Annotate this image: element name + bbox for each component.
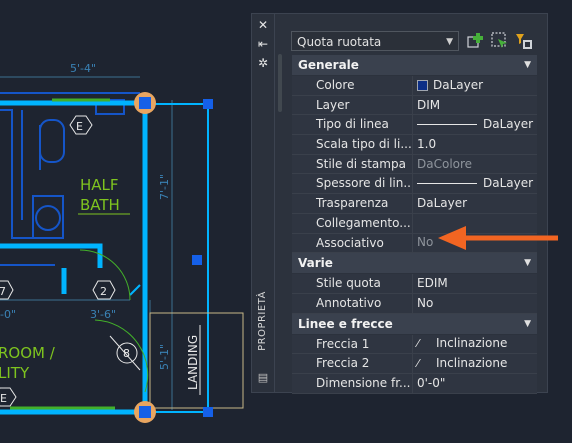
selected-dimension <box>0 100 148 415</box>
prop-name: Stile quota <box>292 274 413 293</box>
tag-e1: E <box>76 120 83 133</box>
select-objects-icon[interactable] <box>490 31 510 51</box>
palette-title-strip[interactable]: ✕ ⇤ ✲ PROPRIETÀ ▤ <box>252 14 275 392</box>
prop-stile-stampa[interactable]: Stile di stampa DaColore <box>292 154 537 175</box>
dim-bottom-left: 3'-6" <box>90 308 116 321</box>
prop-trasparenza[interactable]: Trasparenza DaLayer <box>292 194 537 214</box>
dim-left-partial: -0" <box>0 308 16 321</box>
prop-name: Scala tipo di li... <box>292 135 413 154</box>
chevron-down-icon: ▼ <box>446 37 453 47</box>
prop-freccia-2[interactable]: Freccia 2 ⁄ Inclinazione <box>292 354 537 374</box>
prop-name: Associativo <box>292 233 413 253</box>
selection-grips <box>134 92 213 423</box>
prop-value[interactable]: DIM <box>417 97 441 112</box>
prop-name: Trasparenza <box>292 194 413 213</box>
properties-palette: ✕ ⇤ ✲ PROPRIETÀ ▤ Quota ruotata ▼ Genera… <box>251 13 548 394</box>
palette-title: PROPRIETÀ <box>257 291 268 351</box>
prop-value[interactable]: DaColore <box>417 156 473 171</box>
prop-value-text: DaLayer <box>483 176 534 191</box>
prop-value[interactable]: No <box>417 295 434 310</box>
landing-label: LANDING <box>186 335 200 390</box>
dim-right: 7'-1" <box>158 174 171 200</box>
tag-e2: E <box>0 392 7 405</box>
settings-icon[interactable]: ✲ <box>257 56 269 70</box>
close-icon[interactable]: ✕ <box>257 18 269 32</box>
room-half-bath-line2: BATH <box>80 196 120 214</box>
prop-name: Layer <box>292 95 413 115</box>
object-type-selector[interactable]: Quota ruotata ▼ <box>291 31 459 51</box>
prop-value-text: Inclinazione <box>436 356 508 371</box>
prop-collegamento[interactable]: Collegamento... <box>292 213 537 234</box>
section-linee-frecce[interactable]: Linee e frecce ▼ <box>292 313 537 335</box>
prop-value[interactable]: 1.0 <box>417 136 437 151</box>
prop-name: Stile di stampa <box>292 154 413 174</box>
quick-select-icon[interactable] <box>514 31 534 51</box>
dim-top: 5'-4" <box>70 62 96 75</box>
green-segments <box>10 98 115 410</box>
prop-tipo-linea[interactable]: Tipo di linea DaLayer <box>292 115 537 136</box>
chevron-down-icon[interactable]: ▼ <box>524 60 531 70</box>
section-title: Linee e frecce <box>298 316 393 331</box>
callout-arrow-icon <box>438 226 558 250</box>
wall-outlines <box>0 92 140 266</box>
section-title: Generale <box>298 58 359 72</box>
section-varie[interactable]: Varie ▼ <box>292 253 537 275</box>
room-partial-line2: LITY <box>0 364 30 382</box>
prop-value[interactable]: ⁄ Inclinazione <box>413 354 537 373</box>
toggle-pickadd-icon[interactable] <box>466 31 486 51</box>
prop-freccia-1[interactable]: Freccia 1 ⁄ Inclinazione <box>292 334 537 355</box>
prop-value-text: DaLayer <box>433 77 484 92</box>
prop-stile-quota[interactable]: Stile quota EDIM <box>292 274 537 294</box>
prop-dimensione-freccia[interactable]: Dimensione fr... 0'-0" <box>292 373 537 394</box>
oblique-arrow-icon: ⁄ <box>417 337 419 351</box>
lineweight-sample <box>417 183 477 185</box>
prop-name: Collegamento... <box>292 213 413 233</box>
prop-name: Colore <box>292 76 413 95</box>
prop-scala-tipo-linea[interactable]: Scala tipo di li... 1.0 <box>292 135 537 155</box>
linetype-sample <box>417 124 477 126</box>
prop-value[interactable]: EDIM <box>417 276 448 291</box>
prop-name: Dimensione fr... <box>292 373 413 393</box>
room-partial-line1: ROOM / <box>0 344 56 362</box>
section-title: Varie <box>298 256 333 271</box>
prop-name: Tipo di linea <box>292 115 413 135</box>
scrollbar-thumb[interactable] <box>278 54 282 112</box>
prop-colore[interactable]: Colore DaLayer <box>292 76 537 96</box>
color-swatch <box>417 79 428 91</box>
auto-hide-icon[interactable]: ⇤ <box>257 37 269 51</box>
prop-name: Annotativo <box>292 293 413 313</box>
prop-name: Freccia 2 <box>292 354 413 373</box>
dim-bottom-right: 5'-1" <box>158 344 171 370</box>
tag-2: 2 <box>100 285 107 298</box>
prop-value[interactable]: DaLayer <box>413 76 537 95</box>
oblique-arrow-icon: ⁄ <box>417 357 419 371</box>
hex-tags <box>0 115 116 407</box>
prop-value-text: DaLayer <box>483 117 534 132</box>
section-generale[interactable]: Generale ▼ <box>292 55 537 76</box>
prop-value[interactable]: DaLayer <box>413 174 537 193</box>
tag-8: 8 <box>123 347 130 360</box>
object-type-label: Quota ruotata <box>297 35 382 49</box>
room-half-bath-line1: HALF <box>80 176 119 194</box>
prop-name: Freccia 1 <box>292 334 413 354</box>
tag-7: 7 <box>0 285 6 298</box>
prop-name: Spessore di lin... <box>292 174 413 194</box>
prop-spessore-linea[interactable]: Spessore di lin... DaLayer <box>292 174 537 195</box>
prop-value[interactable]: No <box>417 235 434 250</box>
prop-annotativo[interactable]: Annotativo No <box>292 293 537 314</box>
door-arcs <box>79 249 149 393</box>
chevron-down-icon[interactable]: ▼ <box>524 258 531 269</box>
prop-value[interactable]: ⁄ Inclinazione <box>413 335 537 354</box>
palette-grip-icon[interactable]: ▤ <box>257 371 269 384</box>
prop-value[interactable]: DaLayer <box>413 115 537 134</box>
scrollbar[interactable] <box>276 54 284 390</box>
chevron-down-icon[interactable]: ▼ <box>524 318 531 329</box>
prop-value[interactable]: DaLayer <box>417 195 468 210</box>
property-grid: Generale ▼ Colore DaLayer Layer DIM Tipo… <box>292 55 537 394</box>
prop-value[interactable]: 0'-0" <box>417 375 446 390</box>
prop-layer[interactable]: Layer DIM <box>292 95 537 116</box>
prop-value-text: Inclinazione <box>436 336 508 351</box>
